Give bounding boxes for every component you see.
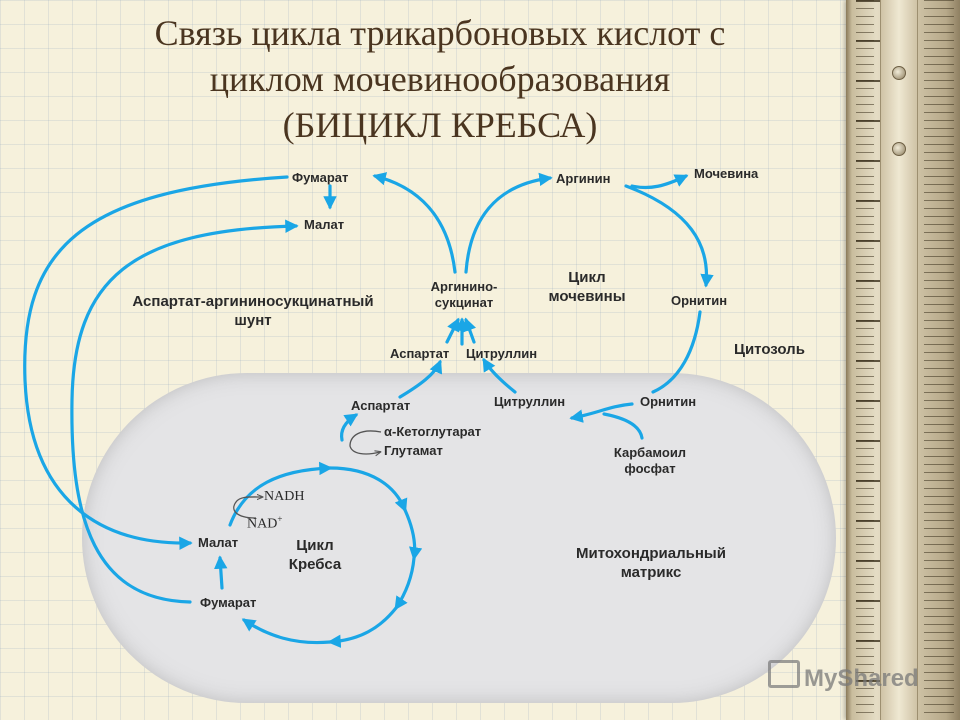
label-krebs-line1: Цикл xyxy=(296,537,334,554)
arrow-fumarate-to-malate-mito xyxy=(23,175,289,550)
label-fumarate-top: Фумарат xyxy=(292,170,349,185)
arrow-citrulline-mito-to-cyt xyxy=(482,357,517,394)
ruler-ticks-right xyxy=(924,0,954,720)
label-aspartate-mito: Аспартат xyxy=(351,398,411,413)
label-urea-cycle-line2: мочевины xyxy=(548,288,626,305)
slide-title: Связь цикла трикарбоновых кислот с цикло… xyxy=(40,10,840,148)
label-aspartate-cytosol: Аспартат xyxy=(390,346,450,361)
label-malate-top: Малат xyxy=(304,217,345,232)
label-krebs-cycle: Цикл Кребса xyxy=(270,536,360,574)
label-krebs-line2: Кребса xyxy=(288,556,342,573)
arrow-arginine-to-ornithine xyxy=(624,184,714,288)
arrow-citrulline-to-argsucc xyxy=(463,317,476,344)
label-arginine: Аргинин xyxy=(556,171,611,186)
arrow-aspartate-mito-to-cyt xyxy=(398,359,443,399)
label-argininosuccinate-line1: Аргинино- xyxy=(430,279,498,294)
watermark-icon xyxy=(768,660,800,688)
alpha-kg-arrow xyxy=(349,430,381,454)
title-line-2: циклом мочевинообразования xyxy=(209,59,671,99)
label-malate-mito: Малат xyxy=(198,535,239,550)
title-line-3: (БИЦИКЛ КРЕБСА) xyxy=(282,105,598,145)
label-nad-text: NAD xyxy=(247,516,278,532)
label-argininosuccinate-line2: сукцинат xyxy=(434,295,494,310)
label-mitochondrial-matrix: Митохондриальный матрикс xyxy=(546,544,756,582)
label-shunt-line2: шунт xyxy=(234,312,272,329)
krebs-arc-bottom-2 xyxy=(241,618,332,645)
nad-arrow xyxy=(233,497,262,519)
label-ornithine-mito: Орнитин xyxy=(640,394,697,409)
label-fumarate-mito: Фумарат xyxy=(200,595,257,610)
arrow-aspartate-to-argsucc xyxy=(445,317,460,344)
arrow-arginine-to-urea xyxy=(630,174,689,190)
ruler-decoration xyxy=(846,0,960,720)
arrow-fumarate-mito-to-malate-top xyxy=(70,219,299,604)
krebs-arc-right-1 xyxy=(403,508,423,561)
label-argininosuccinate: Аргинино- сукцинат xyxy=(420,279,508,311)
label-shunt: Аспартат-аргининосукцинатный шунт xyxy=(98,292,408,330)
label-urea: Мочевина xyxy=(694,166,759,181)
arrow-carbamoyl-join xyxy=(602,412,644,440)
label-nadh: NADH xyxy=(264,489,305,504)
ruler-screw-icon xyxy=(892,66,906,80)
label-ornithine-top: Орнитин xyxy=(671,293,728,308)
krebs-arc-fumarate-to-malate xyxy=(214,555,228,590)
watermark-logo: MyShared xyxy=(768,660,919,693)
label-carbamoyl-line1: Карбамоил xyxy=(613,445,687,460)
title-line-1: Связь цикла трикарбоновых кислот с xyxy=(154,13,726,53)
label-matrix-line2: матрикс xyxy=(620,564,682,581)
label-citrulline-cytosol: Цитруллин xyxy=(466,346,538,361)
label-shunt-line1: Аспартат-аргининосукцинатный xyxy=(132,293,374,310)
krebs-branch-to-aspartate xyxy=(339,413,359,442)
label-nad: NAD+ xyxy=(247,511,282,533)
ruler-screw-icon xyxy=(892,142,906,156)
label-matrix-line1: Митохондриальный xyxy=(576,545,726,562)
mitochondrion-shape xyxy=(82,373,836,703)
krebs-arc-bottom-1 xyxy=(327,606,398,648)
label-glutamate: Глутамат xyxy=(384,443,443,458)
ruler-slider xyxy=(880,0,918,720)
label-carbamoyl-phosphate: Карбамоил фосфат xyxy=(605,445,695,477)
label-carbamoyl-line2: фосфат xyxy=(624,461,676,476)
label-cytosol: Цитозоль xyxy=(734,341,805,358)
krebs-arc-top-right xyxy=(328,466,408,513)
arrow-ornithine-to-ornithine-mito xyxy=(651,310,702,394)
label-urea-cycle: Цикл мочевины xyxy=(532,268,642,306)
arrow-argsucc-to-fumarate xyxy=(372,172,457,274)
watermark-text: MyShared xyxy=(804,665,919,692)
krebs-arc-right-2 xyxy=(394,556,416,611)
arrow-ornithine-mito-to-citrulline xyxy=(569,402,634,423)
label-alpha-ketoglutarate: α-Кетоглутарат xyxy=(384,424,482,439)
label-urea-cycle-line1: Цикл xyxy=(568,269,606,286)
label-nad-sup: + xyxy=(277,514,283,524)
label-citrulline-mito: Цитруллин xyxy=(494,394,566,409)
arrow-argsucc-to-arginine xyxy=(464,172,553,274)
